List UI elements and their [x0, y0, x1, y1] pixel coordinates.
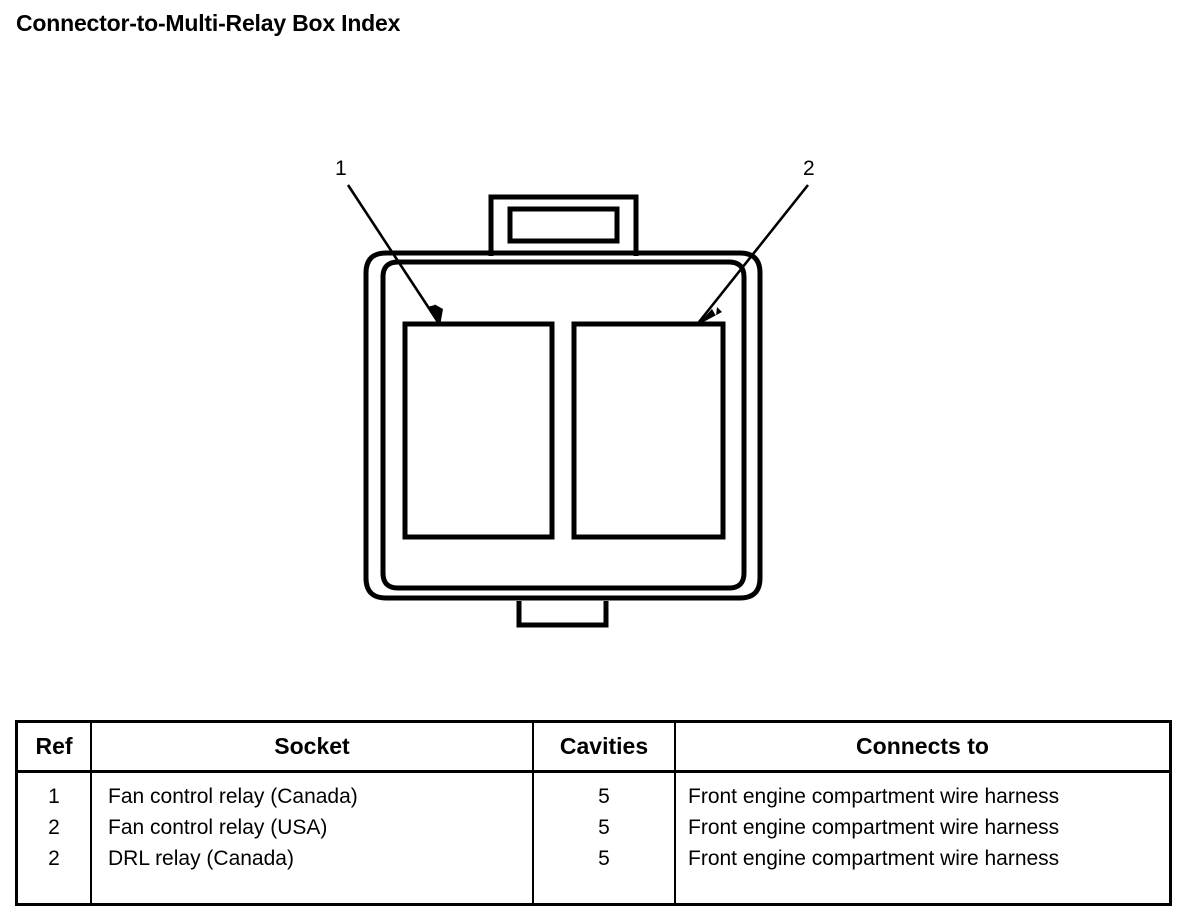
ref-cell-group: 1 2 2 [15, 770, 92, 906]
table-row: DRL relay (Canada) [108, 847, 294, 870]
column-header-socket: Socket [90, 720, 534, 773]
socket-cell-group: Fan control relay (Canada) Fan control r… [90, 770, 534, 906]
callout-leader-1 [346, 184, 440, 323]
top-locking-tab [488, 194, 639, 256]
table-row: Front engine compartment wire harness [688, 785, 1060, 808]
table-row: 1 [48, 785, 60, 808]
callout-label-1: 1 [335, 157, 347, 180]
left-socket-cavity [402, 321, 555, 540]
page-title: Connector-to-Multi-Relay Box Index [16, 10, 401, 36]
relay-index-table: Ref Socket Cavities Connects to 1 2 2 Fa… [15, 720, 1172, 906]
top-tab-inner-rect [507, 206, 620, 244]
column-header-cavities: Cavities [532, 720, 676, 773]
table-row: Fan control relay (Canada) [108, 785, 358, 808]
callout-leader-2 [697, 184, 810, 323]
callout-arrowhead-2 [696, 307, 722, 326]
column-header-connects-to: Connects to [674, 720, 1172, 773]
bottom-locking-tab [516, 601, 609, 628]
table-body-row: 1 2 2 Fan control relay (Canada) Fan con… [15, 770, 1172, 906]
column-header-ref: Ref [15, 720, 92, 773]
table-row: Fan control relay (USA) [108, 816, 328, 839]
cavities-cell-group: 5 5 5 [532, 770, 676, 906]
table-row: Front engine compartment wire harness [688, 816, 1060, 839]
table-header-row: Ref Socket Cavities Connects to [15, 720, 1172, 773]
table-row: 5 [598, 785, 610, 808]
table-row: 5 [598, 847, 610, 870]
callout-arrowhead-1 [427, 304, 443, 326]
connector-diagram: 1 2 [0, 60, 1200, 680]
right-socket-cavity [571, 321, 726, 540]
table-row: Front engine compartment wire harness [688, 847, 1060, 870]
callout-label-2: 2 [803, 157, 815, 180]
table-row: 2 [48, 847, 60, 870]
connector-drawing: 1 2 [335, 157, 815, 628]
table-row: 5 [598, 816, 610, 839]
connects-to-cell-group: Front engine compartment wire harness Fr… [674, 770, 1172, 906]
table-row: 2 [48, 816, 60, 839]
outer-housing [363, 250, 763, 601]
